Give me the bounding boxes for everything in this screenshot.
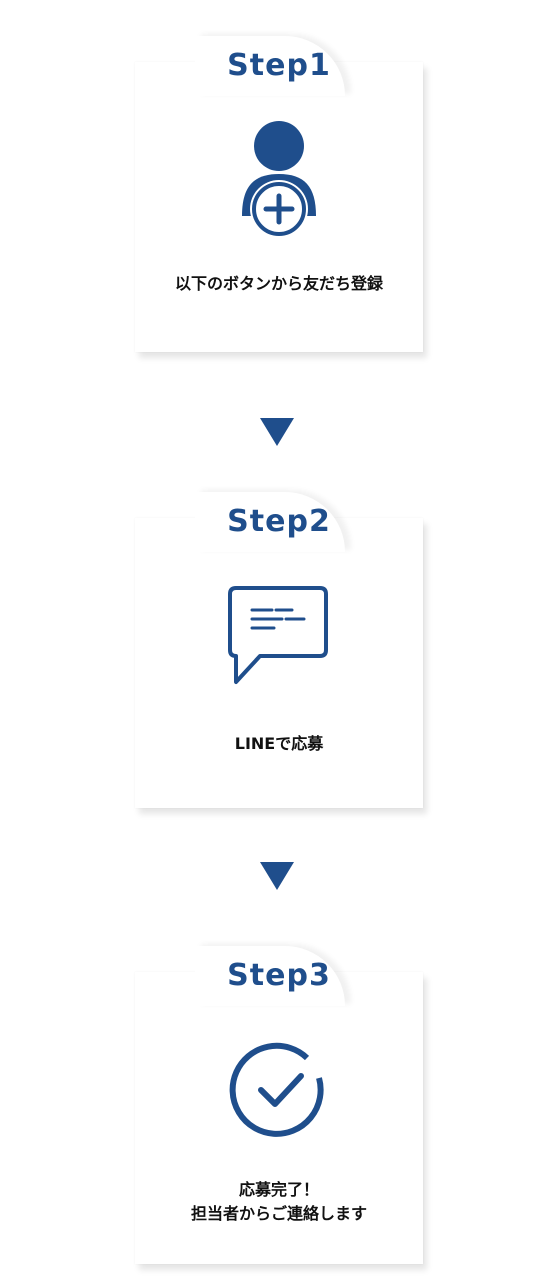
step-card-3: Step3 応募完了！ 担当者からご連絡します — [135, 946, 423, 1264]
step-text-line: 以下のボタンから友だち登録 — [174, 274, 383, 293]
check-circle-icon — [135, 1038, 423, 1142]
chat-bubble-icon — [135, 582, 423, 692]
step-card-1: Step1 以下のボタンから友だち登録 — [135, 36, 423, 352]
arrow-down-icon — [260, 418, 294, 446]
add-user-icon — [242, 121, 316, 238]
step-description: 以下のボタンから友だち登録 — [135, 272, 423, 296]
check-circle-icon — [229, 1042, 324, 1137]
arrow-down-icon — [260, 862, 294, 890]
step-text-line: 担当者からご連絡します — [190, 1204, 367, 1223]
step-card-2: Step2 LINEで応募 — [135, 492, 423, 808]
step-description: 応募完了！ 担当者からご連絡します — [135, 1178, 423, 1226]
step-description: LINEで応募 — [135, 732, 423, 756]
step-text-line: LINEで応募 — [234, 734, 324, 753]
chat-bubble-icon — [228, 586, 328, 684]
step-text-line: 応募完了！ — [238, 1180, 319, 1199]
add-user-icon — [135, 116, 423, 242]
step-title: Step2 — [227, 504, 331, 539]
step-title: Step1 — [227, 48, 331, 83]
step-title: Step3 — [227, 958, 331, 993]
